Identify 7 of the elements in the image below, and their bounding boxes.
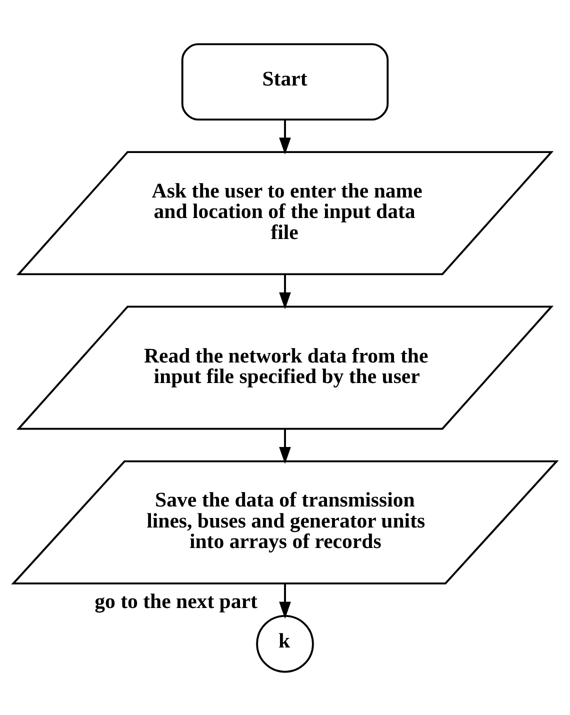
arrow	[279, 274, 291, 309]
arrow	[279, 428, 291, 464]
node-circle: k	[256, 614, 314, 672]
node-label: go to the next part	[94, 589, 258, 612]
node-box: Start	[181, 42, 389, 120]
arrow	[279, 582, 291, 618]
arrow	[279, 119, 291, 154]
